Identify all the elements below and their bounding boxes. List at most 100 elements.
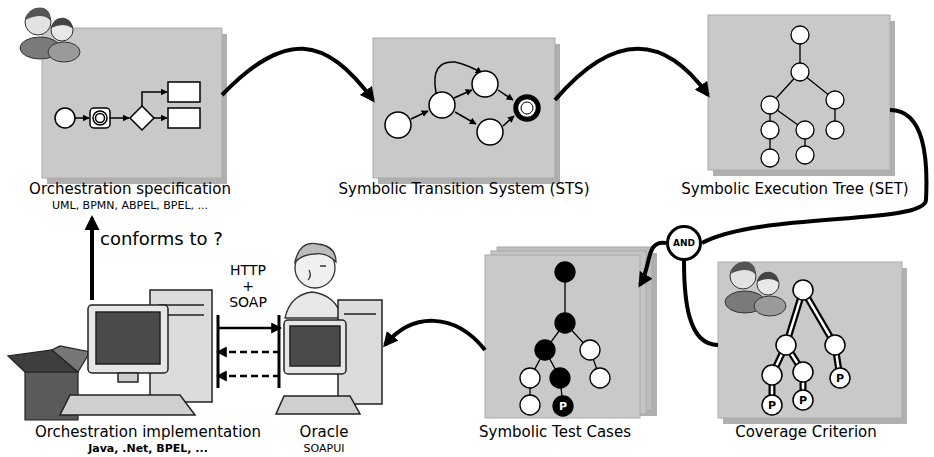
polygon-shape	[52, 346, 90, 372]
path-shape	[770, 35, 835, 158]
circle-shape	[796, 146, 814, 164]
circle-shape	[55, 108, 75, 128]
oracle-computer	[276, 300, 382, 414]
circle-shape	[472, 71, 498, 97]
ellipse-shape	[48, 42, 80, 62]
line-shape	[75, 117, 89, 119]
polygon-shape	[60, 395, 195, 415]
rect-shape	[168, 82, 200, 102]
people-icon	[725, 262, 786, 317]
circle-shape	[791, 26, 809, 44]
rect-shape	[42, 28, 222, 178]
connector	[684, 261, 718, 345]
path-shape	[295, 243, 336, 262]
connector	[218, 351, 280, 354]
circle-shape	[761, 121, 779, 139]
junction-label: AND	[673, 239, 695, 248]
p-marker: P	[836, 373, 844, 384]
circle-shape	[590, 368, 610, 388]
sub-caption: Java, .Net, BPEL, ...	[88, 443, 208, 456]
circle-shape	[793, 362, 813, 382]
bpmn-figure	[55, 82, 200, 130]
path-shape	[757, 272, 778, 282]
polyline-shape	[142, 92, 167, 106]
connector	[702, 110, 926, 243]
rect-shape	[168, 108, 200, 128]
line-shape	[411, 111, 428, 119]
panel	[42, 15, 902, 418]
and-junction: AND	[666, 225, 702, 261]
line-shape	[110, 117, 129, 119]
panel-node: Symbolic Transition System (STS)	[373, 38, 555, 178]
p-marker: P	[799, 395, 807, 406]
rect-shape	[718, 262, 902, 418]
connector	[218, 375, 280, 378]
rect-shape	[88, 305, 168, 373]
caption: Symbolic Execution Tree (SET)	[681, 181, 908, 198]
circle-shape	[830, 368, 850, 388]
line-shape	[154, 117, 167, 119]
caption: Orchestration implementation	[35, 424, 261, 441]
circle-shape	[762, 395, 782, 415]
set-figure	[761, 26, 844, 167]
circle-shape	[520, 395, 540, 415]
oracle-bust	[285, 243, 342, 318]
line-shape	[455, 112, 476, 124]
panel-node: OracleSOAPUI	[280, 300, 385, 420]
circle-shape	[429, 92, 455, 118]
line-shape	[503, 116, 514, 126]
sts-figure	[385, 62, 540, 145]
line-shape	[454, 90, 472, 98]
circle-shape	[477, 119, 503, 145]
panel-node: Symbolic Execution Tree (SET)	[708, 15, 890, 170]
rect-shape	[118, 373, 138, 382]
circle-shape	[93, 111, 107, 125]
path-shape	[730, 262, 755, 275]
circle-shape	[385, 112, 411, 138]
circle-shape	[825, 335, 845, 355]
connector	[385, 321, 485, 350]
circle-shape	[826, 91, 844, 109]
circle-shape	[793, 390, 813, 410]
rect-shape	[90, 108, 110, 128]
circle-shape	[793, 280, 813, 300]
line-shape	[498, 90, 513, 100]
circle-shape	[762, 365, 782, 385]
caption: Coverage Criterion	[735, 424, 877, 441]
panel-node: Orchestration implementationJava, .Net, …	[25, 300, 218, 420]
p-marker: P	[768, 400, 776, 411]
rect-shape	[485, 255, 640, 418]
circle-shape	[791, 63, 809, 81]
circle-shape	[796, 121, 814, 139]
path-shape	[25, 8, 50, 21]
connector	[555, 49, 708, 100]
circle-shape	[520, 368, 540, 388]
ellipse-shape	[754, 296, 786, 316]
caption: Oracle	[300, 424, 349, 441]
connector	[222, 49, 373, 100]
edge-label: HTTP + SOAP	[225, 262, 271, 310]
panel-node: Coverage Criterion	[718, 262, 902, 418]
circle-shape	[535, 340, 555, 360]
circle-shape	[555, 313, 575, 333]
circle-shape	[826, 121, 844, 139]
circle-shape	[550, 368, 570, 388]
circle-shape	[580, 340, 600, 360]
caption: Symbolic Transition System (STS)	[339, 181, 590, 198]
people-icon	[20, 8, 80, 63]
polygon-shape	[276, 396, 360, 414]
polygon-shape	[130, 106, 154, 130]
rect-shape	[290, 326, 340, 366]
circle-shape	[514, 95, 540, 121]
g-shape	[520, 340, 610, 415]
panel-node: Orchestration specificationUML, BPMN, AB…	[42, 28, 222, 218]
implementation-computer	[60, 290, 212, 415]
path-shape	[285, 292, 342, 318]
path-shape	[51, 18, 72, 28]
connector	[90, 218, 94, 300]
caption: Orchestration specification	[29, 181, 231, 198]
line-shape	[344, 313, 376, 315]
circle-shape	[555, 262, 575, 282]
path-shape	[530, 272, 600, 406]
